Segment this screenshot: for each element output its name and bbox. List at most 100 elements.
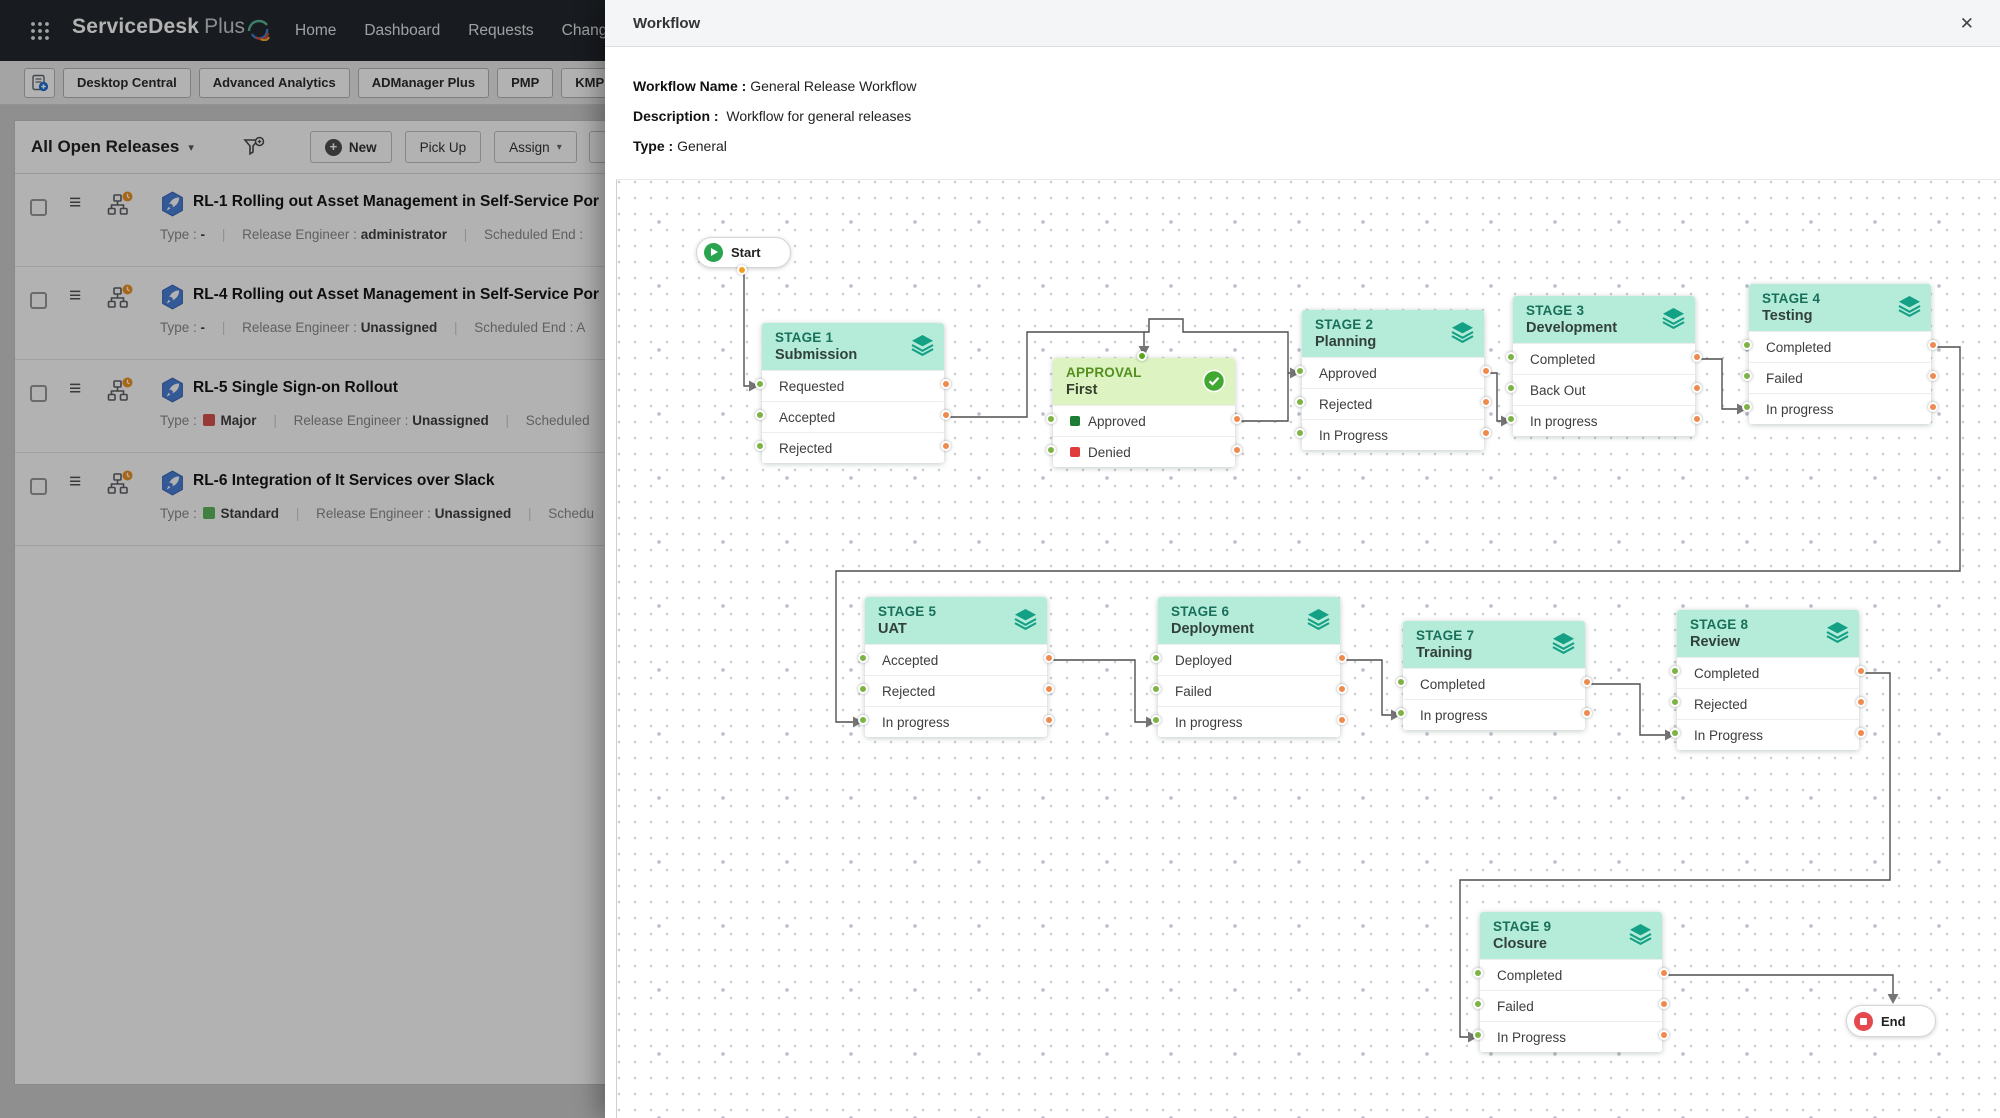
release-title[interactable]: RL-4 Rolling out Asset Management in Sel… bbox=[193, 286, 599, 303]
node-stage-label: STAGE 9 bbox=[1493, 919, 1552, 934]
node-stage-label: STAGE 6 bbox=[1171, 604, 1230, 619]
workflow-node-planning[interactable]: STAGE 2 Planning Approved Rejected In Pr… bbox=[1295, 310, 1491, 450]
workflow-node-closure[interactable]: STAGE 9 Closure Completed Failed In Prog… bbox=[1473, 912, 1669, 1052]
status-in-port bbox=[1396, 677, 1406, 687]
drag-handle-icon[interactable]: ≡ bbox=[69, 470, 82, 493]
arrowhead-icon bbox=[749, 380, 759, 392]
tab-desktop-central[interactable]: Desktop Central bbox=[63, 67, 191, 98]
workflow-status-icon[interactable] bbox=[107, 191, 134, 222]
row-checkbox[interactable] bbox=[30, 199, 47, 216]
end-node[interactable]: End bbox=[1846, 1005, 1936, 1037]
nav-item-dashboard[interactable]: Dashboard bbox=[364, 21, 441, 39]
workflow-node-deployment[interactable]: STAGE 6 Deployment Deployed Failed In pr… bbox=[1151, 597, 1347, 737]
status-out-port bbox=[1692, 383, 1702, 393]
nav-item-requests[interactable]: Requests bbox=[468, 21, 534, 39]
workflow-node-submission[interactable]: STAGE 1 Submission Requested Accepted Re… bbox=[755, 323, 951, 463]
new-button-label: New bbox=[348, 139, 377, 155]
node-status-row: Rejected bbox=[755, 432, 951, 463]
type-value: Major bbox=[220, 413, 257, 428]
assign-button[interactable]: Assign ▾ bbox=[494, 131, 577, 163]
layers-icon bbox=[1662, 307, 1685, 330]
status-in-port bbox=[858, 684, 868, 694]
tab-pmp[interactable]: PMP bbox=[497, 67, 554, 98]
node-header: STAGE 8 Review bbox=[1677, 610, 1859, 657]
add-view-icon-button[interactable] bbox=[24, 67, 55, 98]
start-node[interactable]: Start bbox=[696, 237, 791, 275]
nav-item-home[interactable]: Home bbox=[295, 21, 337, 39]
release-title[interactable]: RL-5 Single Sign-on Rollout bbox=[193, 379, 398, 396]
workflow-node-uat[interactable]: STAGE 5 UAT Accepted Rejected In progres… bbox=[858, 597, 1054, 737]
status-out-port bbox=[1582, 677, 1592, 687]
status-in-port bbox=[1295, 366, 1305, 376]
layers-icon bbox=[1898, 295, 1921, 318]
status-label: Deployed bbox=[1175, 652, 1233, 668]
node-name: Planning bbox=[1315, 334, 1377, 350]
layers-icon bbox=[1897, 295, 1922, 322]
layers-icon bbox=[1629, 923, 1652, 946]
engineer-label: Release Engineer : bbox=[293, 413, 409, 428]
node-status-row: Rejected bbox=[858, 675, 1054, 706]
chevron-down-icon: ▾ bbox=[188, 141, 194, 154]
release-title[interactable]: RL-1 Rolling out Asset Management in Sel… bbox=[193, 193, 599, 210]
layers-icon bbox=[1661, 307, 1686, 334]
node-name: Testing bbox=[1762, 308, 1813, 324]
node-stage-label: STAGE 5 bbox=[878, 604, 937, 619]
close-icon[interactable]: ✕ bbox=[1959, 13, 1974, 33]
wire bbox=[1047, 659, 1149, 723]
modal-backdrop[interactable] bbox=[0, 0, 605, 1118]
layers-icon bbox=[1552, 632, 1575, 655]
status-out-port bbox=[1337, 653, 1347, 663]
row-checkbox[interactable] bbox=[30, 292, 47, 309]
status-out-port bbox=[1232, 445, 1242, 455]
node-status-row: Failed bbox=[1151, 675, 1347, 706]
pickup-button-label: Pick Up bbox=[419, 139, 467, 155]
release-meta: Type : - | Release Engineer : Unassigned… bbox=[160, 320, 585, 335]
divider: | bbox=[295, 506, 300, 521]
release-icon bbox=[162, 377, 183, 403]
node-status-row: In progress bbox=[1506, 405, 1702, 436]
release-title[interactable]: RL-6 Integration of It Services over Sla… bbox=[193, 472, 495, 489]
type-color-chip bbox=[202, 414, 215, 426]
workflow-node-training[interactable]: STAGE 7 Training Completed In progress bbox=[1396, 621, 1592, 730]
workflow-status-icon[interactable] bbox=[107, 470, 134, 501]
workflow-node-first[interactable]: APPROVAL First Approved Denied bbox=[1046, 351, 1242, 467]
wire bbox=[1235, 373, 1289, 422]
release-icon bbox=[162, 191, 183, 217]
row-checkbox[interactable] bbox=[30, 385, 47, 402]
workflow-node-development[interactable]: STAGE 3 Development Completed Back Out I… bbox=[1506, 296, 1702, 436]
status-bullet bbox=[1070, 447, 1080, 457]
view-picker[interactable]: All Open Releases ▾ bbox=[31, 137, 194, 157]
drag-handle-icon[interactable]: ≡ bbox=[69, 191, 82, 214]
tab-admanager-plus[interactable]: ADManager Plus bbox=[357, 67, 490, 98]
layers-icon bbox=[1450, 321, 1475, 348]
node-header: STAGE 7 Training bbox=[1403, 621, 1585, 668]
row-checkbox[interactable] bbox=[30, 478, 47, 495]
tab-advanced-analytics[interactable]: Advanced Analytics bbox=[198, 67, 350, 98]
stop-icon bbox=[1854, 1011, 1873, 1031]
workflow-node-testing[interactable]: STAGE 4 Testing Completed Failed In prog… bbox=[1742, 284, 1938, 424]
wire bbox=[743, 266, 754, 387]
node-status-row: Denied bbox=[1046, 436, 1242, 467]
workflow-status-icon[interactable] bbox=[107, 377, 134, 408]
new-release-button[interactable]: + New bbox=[309, 131, 392, 163]
wire bbox=[1585, 683, 1668, 736]
filter-search-icon[interactable] bbox=[242, 135, 266, 159]
brand-swirl-icon bbox=[247, 15, 271, 46]
node-header: STAGE 6 Deployment bbox=[1158, 597, 1340, 644]
view-picker-label: All Open Releases bbox=[31, 137, 180, 156]
app-grid-icon[interactable] bbox=[28, 18, 54, 44]
drag-handle-icon[interactable]: ≡ bbox=[69, 284, 82, 307]
node-status-row: Completed bbox=[1670, 657, 1866, 688]
workflow-node-review[interactable]: STAGE 8 Review Completed Rejected In Pro… bbox=[1670, 610, 1866, 750]
divider: | bbox=[528, 506, 532, 521]
workflow-status-icon[interactable] bbox=[107, 284, 134, 315]
status-in-port bbox=[1473, 968, 1483, 978]
wire bbox=[835, 346, 1961, 723]
divider: | bbox=[505, 413, 510, 428]
drag-handle-icon[interactable]: ≡ bbox=[69, 377, 82, 400]
assign-button-label: Assign bbox=[509, 139, 550, 155]
status-in-port bbox=[755, 441, 765, 451]
status-in-port bbox=[1396, 708, 1406, 718]
pickup-button[interactable]: Pick Up bbox=[404, 131, 482, 163]
